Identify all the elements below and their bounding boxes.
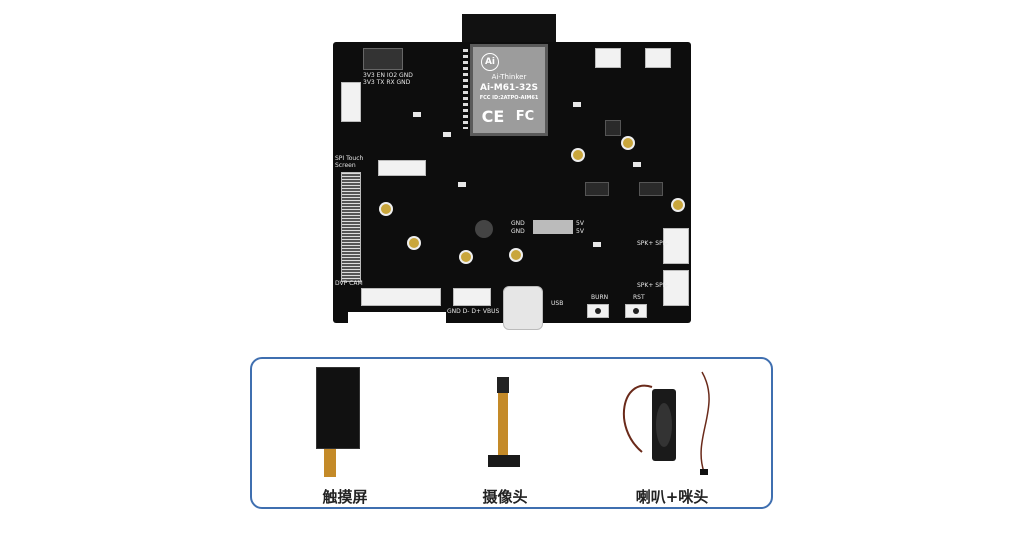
ic-chip [605,120,621,136]
burn-label: BURN [591,294,609,301]
wifi-module: Ai Ai-Thinker Ai-M61-32S FCC ID:2ATPO-AI… [463,44,548,136]
spi-label: SPI Touch Screen [335,155,364,169]
capacitor [623,138,633,148]
5v-label-1: 5V [576,220,584,227]
capacitor [573,150,583,160]
gnd-label-1: GND [511,220,525,227]
connector-usb-pins [453,288,491,306]
connector-top-2 [645,48,671,68]
lcd-fpc [324,449,336,477]
5v-label-2: 5V [576,228,584,235]
touchscreen-label: 触摸屏 [322,488,368,506]
camera-label: 摄像头 [482,488,528,506]
camera-lens [497,377,509,393]
header-label-top: 3V3 EN IO2 GND [363,72,413,79]
capacitor [461,252,471,262]
module-fcc-id: FCC ID:2ATPO-AIM61 [479,95,539,101]
pin-header [363,48,403,70]
gnd-label-2: GND [511,228,525,235]
dvp-label: DVP CAM [335,280,363,287]
speaker-connector-2 [663,270,689,306]
resistor [593,242,601,247]
spk-label-2: SPK+ SPK- [637,282,669,289]
usb-label: USB [551,300,564,307]
capacitor [409,238,419,248]
microphone [475,220,493,238]
ai-logo: Ai [481,53,499,71]
speaker-mic-image [622,371,710,475]
rst-label: RST [633,294,645,301]
ce-mark: CE [481,107,505,126]
jumper-block [533,220,573,234]
connector-touch [378,160,426,176]
camera-connector [488,455,520,467]
fpc-connector-lcd [341,172,361,282]
spk-label-1: SPK+ SPK- [637,240,669,247]
fc-mark: FC [515,109,535,124]
header-label-bottom: 3V3 TX RX GND [363,79,411,86]
ic-amp-2 [639,182,663,196]
resistor [443,132,451,137]
camera-fpc [498,393,508,455]
resistor [573,102,581,107]
capacitor [381,204,391,214]
ic-amp-1 [585,182,609,196]
lcd-screen [316,367,360,449]
reset-button[interactable] [625,304,647,318]
resistor [413,112,421,117]
resistor [458,182,466,187]
capacitor [511,250,521,260]
resistor [633,162,641,167]
connector-3pin [341,82,361,122]
module-pins [463,49,468,129]
fpc-connector-camera [361,288,441,306]
module-brand: Ai-Thinker [491,73,527,81]
module-model: Ai-M61-32S [479,83,538,93]
usb-c-port[interactable] [503,286,543,330]
accessories-panel: 触摸屏 摄像头 喇叭+咪头 [250,357,773,509]
burn-button[interactable] [587,304,609,318]
board-cutout [348,312,446,324]
connector-top-1 [595,48,621,68]
speaker-connector-1 [663,228,689,264]
capacitor [673,200,683,210]
usb-pins-label: GND D- D+ VBUS [447,308,500,315]
speaker-mic-label: 喇叭+咪头 [635,488,709,506]
